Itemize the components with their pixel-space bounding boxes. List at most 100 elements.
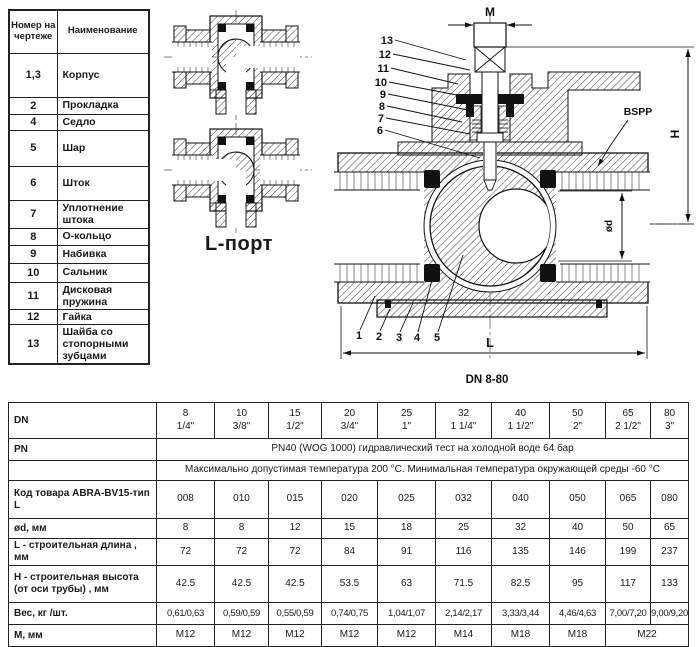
spec-cell: 117	[605, 565, 651, 603]
part-number-cell: 11	[8, 281, 58, 310]
lport-section-bottom	[164, 123, 312, 233]
callout-6: 6	[377, 125, 383, 137]
ball	[429, 165, 551, 287]
spec-row-label: L - строительная длина , мм	[8, 538, 157, 566]
stem-assembly	[431, 22, 641, 191]
part-number-cell: 13	[8, 323, 58, 365]
spec-row: H - строительная высота (от оси трубы) ,…	[8, 565, 689, 603]
part-name-cell: Прокладка	[56, 96, 150, 115]
callouts-top: 13 12 11 10 9 8 7 6	[375, 35, 481, 159]
pn-text-cell: PN40 (WOG 1000) гидравлический тест на х…	[156, 438, 689, 461]
part-name-cell: Сальник	[56, 262, 150, 283]
part-name-cell: Шар	[56, 129, 150, 167]
part-number-cell: 8	[8, 227, 58, 246]
thread-lines	[339, 172, 640, 282]
spec-cell: 91	[377, 538, 436, 566]
bspp-label: BSPP	[624, 106, 653, 118]
parts-header-name: Наименование	[56, 9, 150, 54]
spec-cell: 015	[268, 480, 322, 519]
part-number-cell: 1,3	[8, 52, 58, 98]
part-number-cell: 4	[8, 113, 58, 131]
spec-cell: 008	[156, 480, 215, 519]
spec-cell: 065	[605, 480, 651, 519]
part-name-cell: Седло	[56, 113, 150, 131]
callout-1: 1	[356, 330, 362, 342]
callout-11: 11	[377, 63, 389, 75]
spec-cell: 8	[214, 518, 269, 539]
spec-label-dn: DN	[8, 402, 157, 439]
h-label: H	[668, 130, 682, 139]
callout-3: 3	[396, 332, 402, 344]
part-number-cell: 7	[8, 199, 58, 229]
parts-header-row: Номер на чертеже Наименование	[8, 9, 150, 54]
part-name-cell: Гайка	[56, 308, 150, 325]
spec-cell: 1,04/1,07	[377, 602, 436, 625]
part-number-cell: 2	[8, 96, 58, 115]
spec-row-label: Вес, кг /шт.	[8, 602, 157, 625]
spec-cell: 95	[549, 565, 606, 603]
callout-7: 7	[378, 113, 384, 125]
part-name-cell: Дисковая пружина	[56, 281, 150, 310]
part-name-cell: Уплотнение штока	[56, 199, 150, 229]
spec-cell: M12	[321, 624, 378, 647]
temperature-text-cell: Максимально допустимая температура 200 °…	[156, 460, 689, 481]
spec-cell: 146	[549, 538, 606, 566]
spec-cell: 42.5	[268, 565, 322, 603]
dimension-h: H	[506, 46, 694, 225]
lport-sections-drawing	[164, 10, 312, 233]
spec-cell: 72	[214, 538, 269, 566]
callout-13: 13	[381, 35, 393, 47]
spec-cell: 50	[605, 518, 651, 539]
m-label: M	[485, 5, 495, 19]
callouts-bottom: 1 2 3 4 5	[356, 254, 464, 344]
callout-10: 10	[375, 77, 387, 89]
spec-cell: 42.5	[156, 565, 215, 603]
spec-row-label: М, мм	[8, 624, 157, 647]
parts-header-number: Номер на чертеже	[8, 9, 58, 54]
part-number-cell: 12	[8, 308, 58, 325]
spec-label-pn: PN	[8, 438, 157, 461]
spec-row-label: H - строительная высота (от оси трубы) ,…	[8, 565, 157, 603]
spec-cell: 84	[321, 538, 378, 566]
spec-cell: 7,00/7,20	[605, 602, 651, 625]
callout-8: 8	[379, 101, 385, 113]
lport-caption: L-порт	[205, 233, 273, 255]
bspp-callout: BSPP	[597, 106, 653, 167]
part-name-cell: О-кольцо	[56, 227, 150, 246]
spec-cell: 133	[650, 565, 689, 603]
spec-cell: 32	[491, 518, 550, 539]
spec-cell: 0,61/0,63	[156, 602, 215, 625]
d-label: ød	[604, 220, 615, 232]
part-name-cell: Набивка	[56, 244, 150, 264]
spec-cell: M12	[268, 624, 322, 647]
spec-cell: 135	[491, 538, 550, 566]
l-label: L	[486, 335, 494, 350]
spec-cell: 4,46/4,63	[549, 602, 606, 625]
spec-label-empty	[8, 460, 157, 481]
spec-cell: 0,59/0,59	[214, 602, 269, 625]
